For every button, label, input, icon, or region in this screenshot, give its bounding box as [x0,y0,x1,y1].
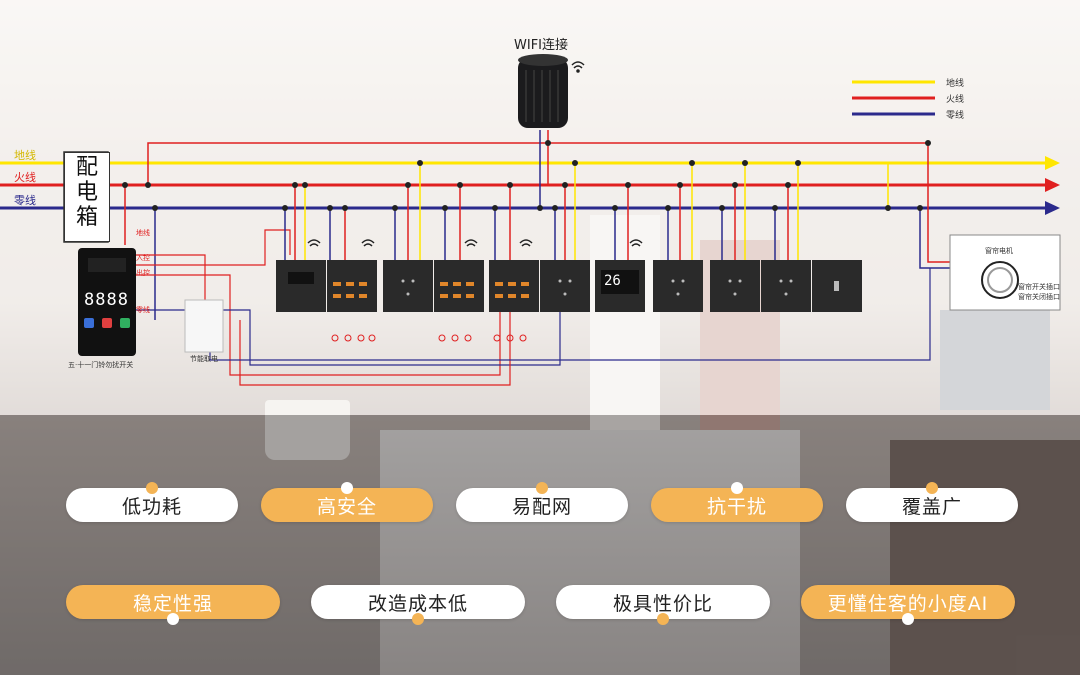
legend-neutral-label: 零线 [946,111,965,121]
feature-pill-low-power: 低功耗 [66,482,238,522]
pill-dot [412,613,424,625]
curtain-note-close: 窗帘关闭插口 [1018,293,1060,301]
feature-label: 抗干扰 [706,495,767,518]
feature-label: 覆盖广 [901,495,962,518]
distribution-box-label: 配电箱 [64,152,110,242]
pill-dot [657,613,669,625]
switch-button-leds [333,282,529,298]
legend-live-label: 火线 [946,95,965,105]
legend-ground-label: 地线 [946,79,965,89]
curtain-motor-dial-inner [987,267,1013,293]
feature-label: 改造成本低 [367,592,468,615]
live-bus-arrow [1045,178,1060,192]
neutral-bus-arrow [1045,201,1060,215]
side-label-neutral: 零线 [136,306,150,314]
wifi-label: WIFI连接 [514,38,568,53]
switch-drops [284,163,889,260]
wiring-diagram [0,54,1061,386]
feature-pill-xiaodu-ai: 更懂住客的小度AI [801,585,1015,625]
feature-pill-anti-interference: 抗干扰 [651,482,823,522]
switch-wifi-icons [307,239,643,247]
feature-label: 极具性价比 [612,592,713,615]
controller-body [184,299,224,353]
background-desk [890,440,1080,675]
junction-dots [122,140,931,211]
upper-neutral-loop [919,208,955,269]
feature-pill-wide-coverage: 覆盖广 [846,482,1018,522]
ground-bus-arrow [1045,156,1060,170]
controller-wire-2 [135,229,291,266]
pill-dot [146,482,158,494]
background-bed [380,430,800,675]
card-panel-display: 8888 [84,290,129,310]
bus-label-live: 火线 [14,171,36,184]
curtain-note-open: 窗帘开关插口 [1018,283,1060,291]
bus-label-ground: 地线 [14,149,36,162]
pill-dot [167,613,179,625]
controller-wire-1 [135,254,206,300]
controller-wire-3 [135,274,501,376]
pill-dot [341,482,353,494]
feature-pill-low-retrofit-cost: 改造成本低 [311,585,525,625]
controller-wire-5 [239,310,511,386]
pill-dot [902,613,914,625]
curtain-caption: 窗帘电机 [985,247,1013,255]
feature-pill-high-security: 高安全 [261,482,433,522]
card-panel-buttons [84,318,130,328]
pill-dot [926,482,938,494]
bus-label-neutral: 零线 [14,194,36,207]
load-symbols [331,334,527,342]
wifi-icon [571,61,585,73]
feature-label: 高安全 [316,495,377,518]
feature-label: 稳定性强 [132,592,213,615]
socket-holes [401,279,839,296]
dark-overlay-band [0,415,1080,675]
card-panel-caption: 五·十一门铃勿扰开关 [68,361,134,369]
feature-pill-stability: 稳定性强 [66,585,280,625]
card-panel-logo [88,258,126,272]
smart-speaker [518,54,568,128]
feature-label: 低功耗 [121,495,182,518]
feature-label: 易配网 [511,495,572,518]
side-label-out: 出控 [136,269,150,277]
thermostat-screen [601,270,639,294]
controller-caption: 节能取电 [190,355,218,363]
pill-dot [731,482,743,494]
thermostat-display: 26 [604,273,621,289]
feature-label: 更懂住客的小度AI [827,592,989,615]
feature-pill-easy-network: 易配网 [456,482,628,522]
side-label-ground: 地线 [136,229,150,237]
curtain-motor-dial [981,261,1019,299]
card-panel-body [78,248,136,356]
upper-live-loop [147,142,955,263]
side-label-in: 入控 [136,254,150,262]
pill-dot [536,482,548,494]
feature-pill-cost-effective: 极具性价比 [556,585,770,625]
